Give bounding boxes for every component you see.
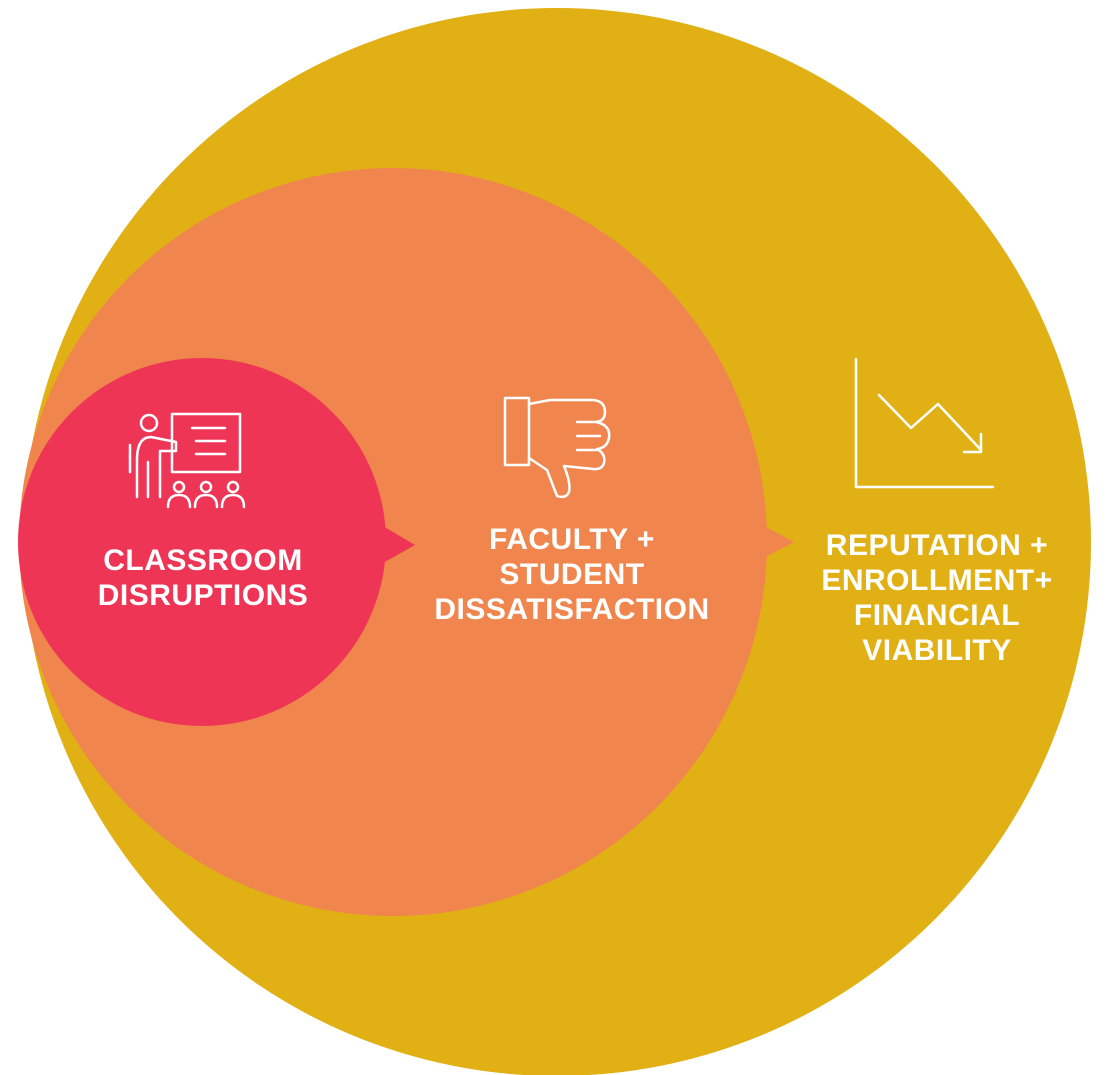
label-line: DISSATISFACTION	[434, 593, 710, 626]
inner-circle	[18, 358, 386, 726]
label-line: VIABILITY	[862, 634, 1012, 667]
label-line: REPUTATION +	[825, 529, 1049, 562]
classroom-disruptions-label: CLASSROOM DISRUPTIONS	[48, 543, 358, 613]
label-line: STUDENT	[499, 558, 645, 591]
label-line: DISRUPTIONS	[97, 579, 309, 612]
teacher-presentation-icon	[128, 412, 246, 509]
arrow-inner-to-middle	[383, 526, 415, 563]
thumbs-down-icon	[503, 396, 611, 499]
reputation-enrollment-financial-label: REPUTATION + ENROLLMENT+ FINANCIAL VIABI…	[782, 528, 1092, 668]
faculty-student-dissatisfaction-label: FACULTY + STUDENT DISSATISFACTION	[392, 522, 752, 627]
label-line: CLASSROOM	[103, 544, 303, 577]
declining-chart-icon	[854, 357, 995, 489]
label-line: FINANCIAL	[853, 599, 1021, 632]
label-line: ENROLLMENT+	[821, 564, 1053, 597]
arrow-middle-to-outer	[764, 526, 794, 558]
label-line: FACULTY +	[489, 523, 655, 556]
